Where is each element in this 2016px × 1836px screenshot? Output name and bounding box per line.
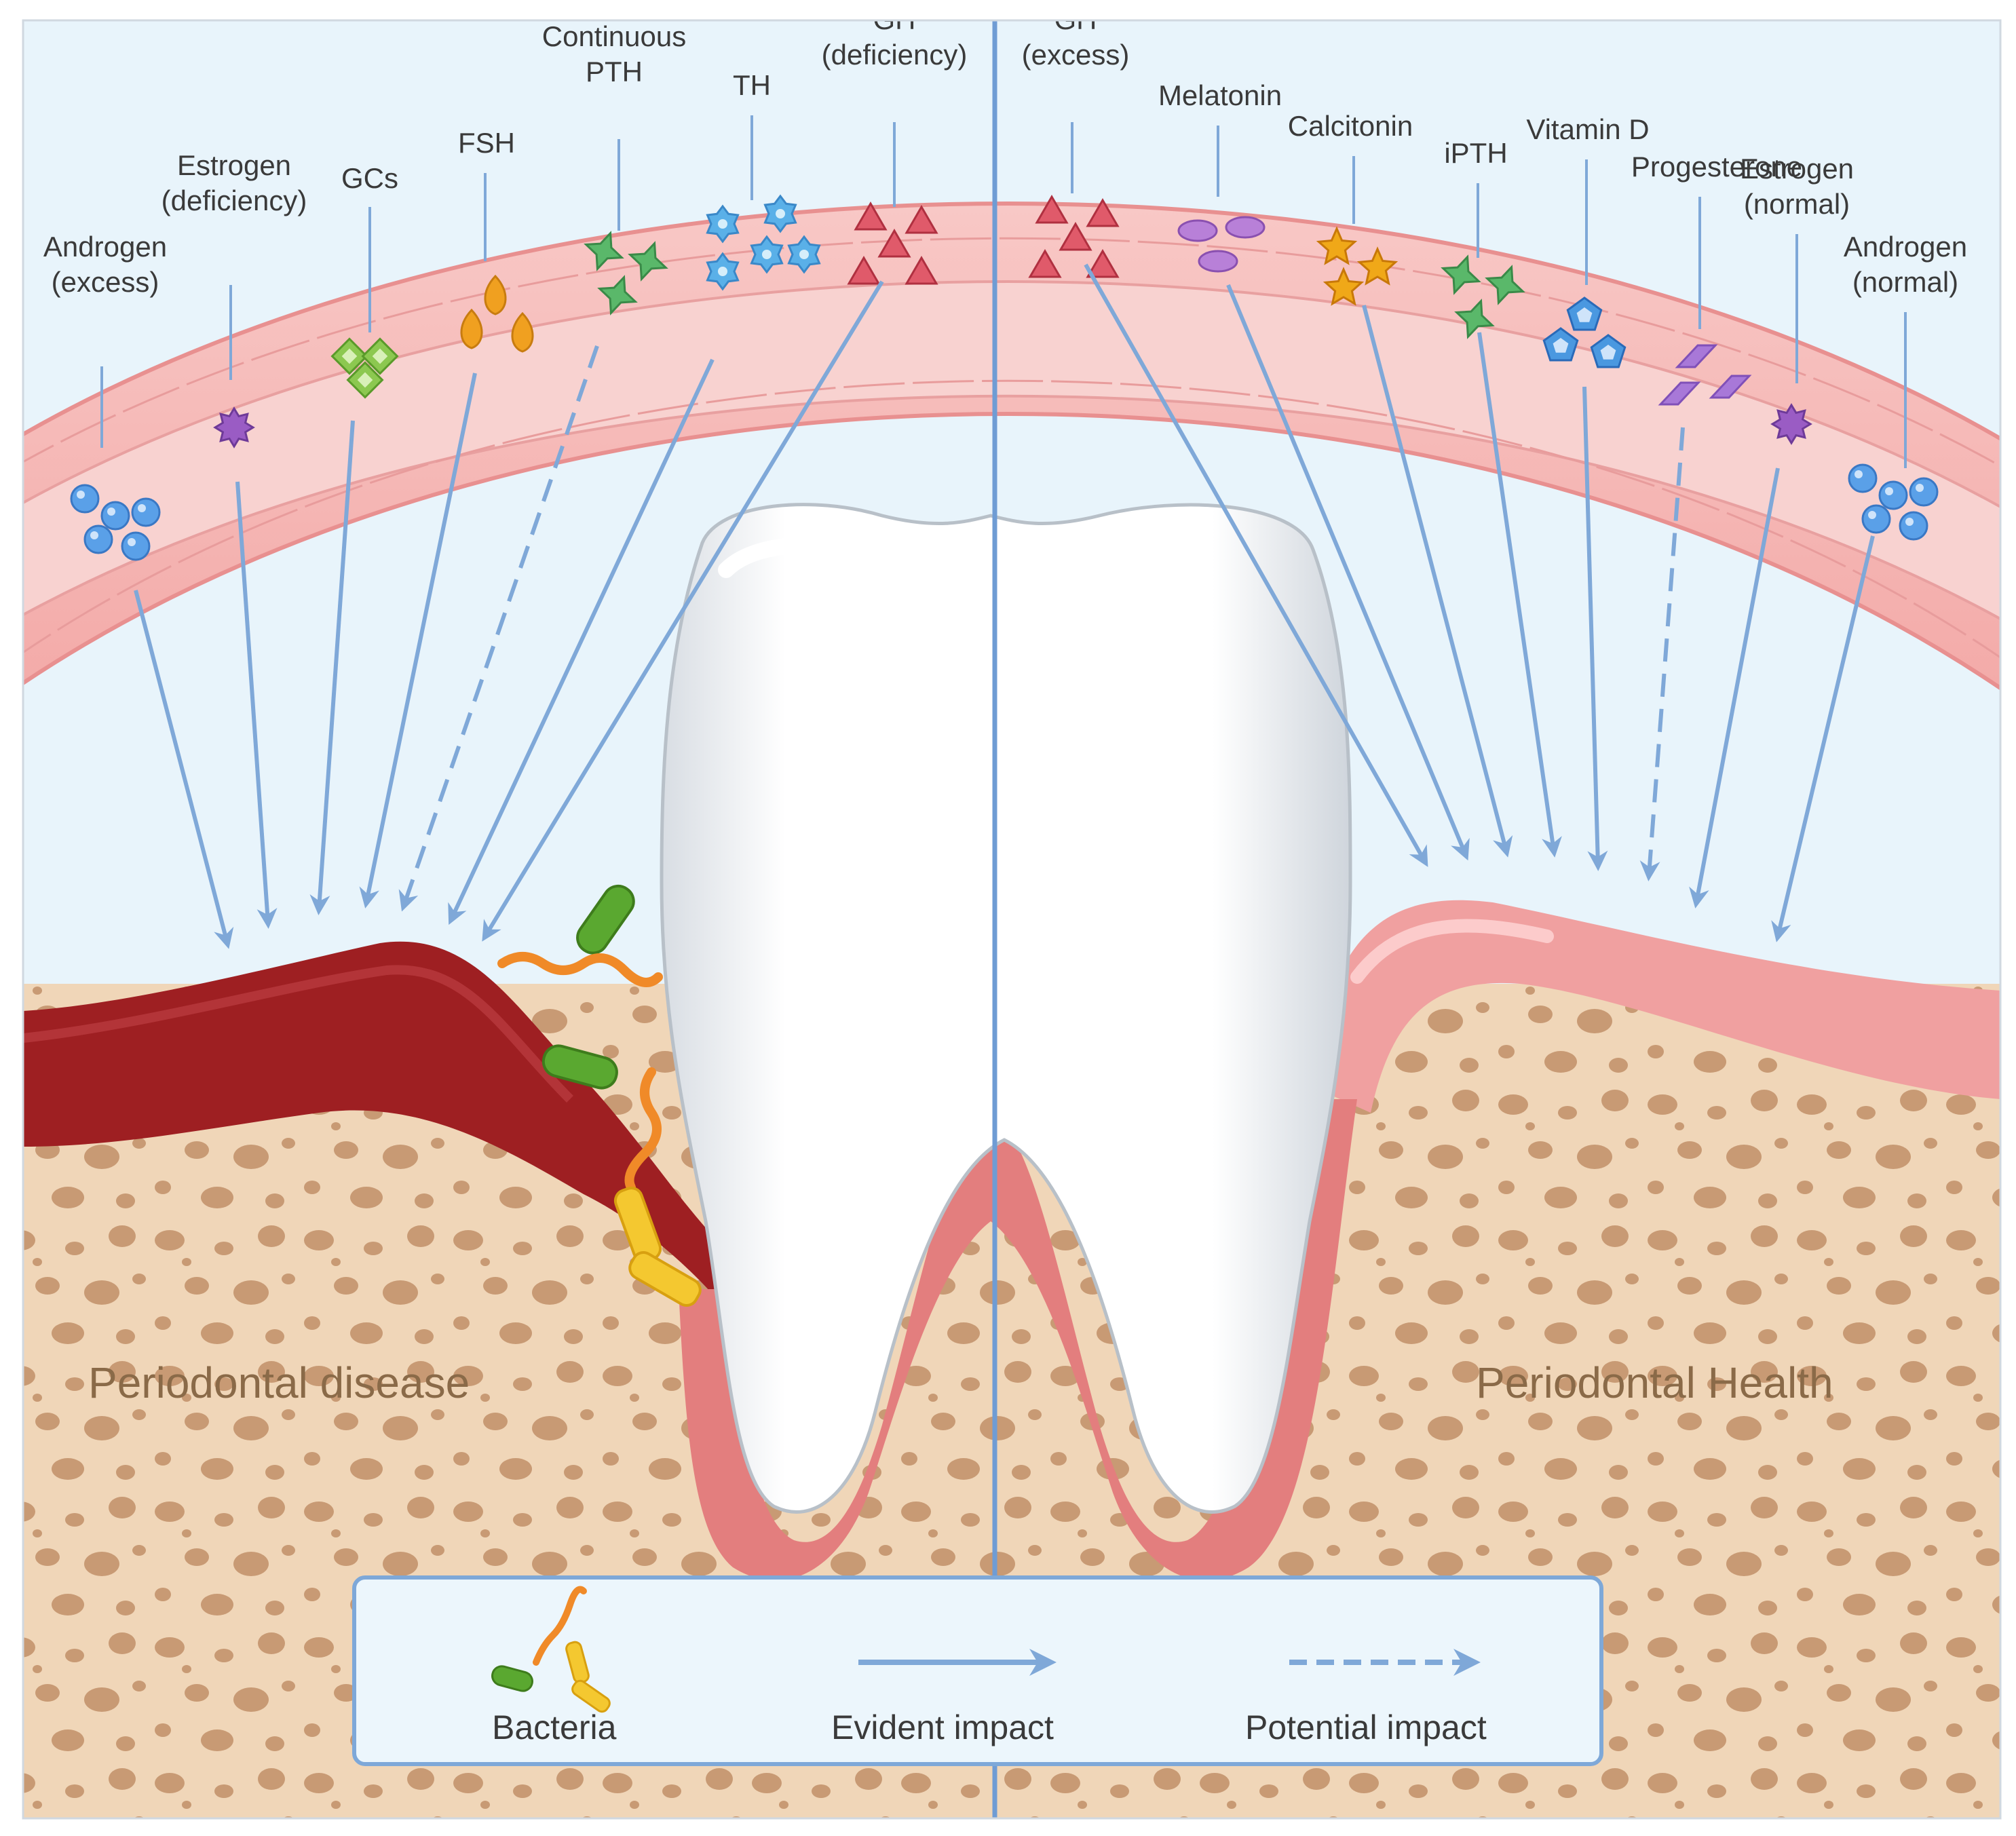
hormone-symbols-estrogen-deficiency — [213, 406, 255, 448]
impact-arrow-progesterone — [1639, 427, 1685, 881]
hormone-gcs: GCs — [309, 162, 399, 915]
impact-arrow-androgen-normal — [1771, 535, 1875, 942]
impact-arrow-continuous-pth — [398, 345, 599, 912]
hormone-label-androgen-normal: (normal) — [1852, 266, 1958, 298]
hormone-symbols-continuous-pth — [584, 231, 668, 315]
hormone-androgen-excess: Androgen(excess) — [43, 231, 234, 949]
inflamed-gum — [23, 941, 760, 1357]
legend-evident-label: Evident impact — [831, 1708, 1054, 1746]
hormone-symbols-gh-deficiency — [847, 202, 938, 285]
hormone-label-calcitonin: Calcitonin — [1288, 110, 1413, 142]
hormone-symbols-gh-excess — [1028, 195, 1120, 278]
region-label-disease: Periodontal disease — [88, 1358, 470, 1407]
hormone-melatonin: Melatonin — [1158, 79, 1470, 861]
hormone-vitamin-d: Vitamin D — [1526, 113, 1650, 871]
impact-arrow-gh-deficiency — [482, 280, 884, 942]
legend-bacteria-label: Bacteria — [492, 1708, 617, 1746]
hormone-label-estrogen-deficiency: Estrogen — [177, 149, 291, 181]
hormone-gh-excess: GH (excess) — [1022, 3, 1428, 867]
hormone-symbols-androgen-normal — [1848, 463, 1939, 541]
impact-arrow-fsh — [359, 372, 477, 909]
hormone-symbols-estrogen-normal — [1770, 403, 1812, 445]
hormone-symbols-fsh — [460, 274, 534, 353]
legend: Bacteria Evident impact Potential impact — [352, 1575, 1603, 1766]
legend-potential-label: Potential impact — [1245, 1708, 1487, 1746]
impact-arrow-ipth — [1477, 332, 1562, 858]
hormone-estrogen-deficiency: Estrogen (deficiency) — [161, 149, 307, 929]
impact-arrow-estrogen-normal — [1689, 467, 1780, 909]
hormone-symbols-ipth — [1441, 254, 1525, 339]
hormone-label-estrogen-deficiency: (deficiency) — [161, 185, 307, 216]
hormone-label-fsh: FSH — [458, 127, 515, 159]
impact-arrow-th — [448, 358, 715, 925]
hormone-label-continuous-pth: PTH — [586, 56, 643, 88]
hormone-fsh: FSH — [359, 127, 534, 909]
hormone-symbols-gcs — [330, 337, 399, 399]
hormone-androgen-normal: Androgen(normal) — [1771, 231, 1967, 942]
tooth — [660, 503, 1352, 1514]
hormone-label-gh-deficiency: (deficiency) — [822, 39, 968, 71]
hormone-symbols-melatonin — [1177, 216, 1266, 273]
hormone-label-androgen-normal: Androgen — [1844, 231, 1967, 263]
hormone-label-estrogen-normal: Estrogen — [1740, 153, 1854, 185]
impact-arrow-vitamin-d — [1582, 386, 1608, 871]
legend-bacteria-icon — [491, 1586, 611, 1713]
impact-arrow-melatonin — [1226, 284, 1470, 861]
region-label-health: Periodontal Health — [1476, 1358, 1833, 1407]
impact-arrow-gh-excess — [1084, 263, 1428, 867]
impact-arrow-gcs — [309, 420, 355, 915]
hormone-label-estrogen-normal: (normal) — [1744, 188, 1850, 220]
hormone-label-continuous-pth: Continuous — [542, 20, 686, 52]
impact-arrow-calcitonin — [1362, 305, 1513, 858]
hormone-label-progesterone: Progesterone — [1631, 151, 1802, 183]
healthy-gum — [1310, 900, 2000, 1113]
hormone-label-gcs: GCs — [341, 162, 398, 194]
hormone-ipth: iPTH — [1441, 137, 1562, 858]
hormone-label-th: TH — [733, 69, 771, 101]
hormone-symbols-vitamin-d — [1542, 297, 1627, 368]
legend-box — [352, 1575, 1603, 1766]
hormone-symbols-androgen-excess — [70, 484, 161, 561]
hormone-label-androgen-excess: (excess) — [52, 266, 159, 298]
hormone-layer: Androgen(excess)Estrogen(deficiency)GCsF… — [43, 3, 1967, 949]
bacteria-cluster — [497, 884, 702, 1307]
hormone-label-gh-deficiency: GH — [873, 3, 916, 35]
hormone-estrogen-normal: Estrogen(normal) — [1689, 153, 1854, 909]
hormone-th: TH — [448, 69, 821, 925]
hormone-label-gh-excess: (excess) — [1022, 39, 1130, 71]
hormone-symbols-th — [706, 194, 821, 291]
hormone-label-vitamin-d: Vitamin D — [1526, 113, 1649, 145]
hormone-calcitonin: Calcitonin — [1288, 110, 1513, 858]
hormone-label-androgen-excess: Androgen — [43, 231, 167, 263]
impact-arrow-estrogen-deficiency — [235, 481, 278, 929]
hormone-gh-deficiency: GH (deficiency) — [482, 3, 968, 942]
impact-arrow-androgen-excess — [134, 590, 234, 949]
hormone-label-ipth: iPTH — [1444, 137, 1507, 169]
hormone-progesterone: Progesterone — [1631, 151, 1802, 881]
frame-border — [22, 19, 2002, 1820]
hormone-label-melatonin: Melatonin — [1158, 79, 1282, 111]
hormone-symbols-progesterone — [1658, 344, 1752, 406]
hormone-symbols-calcitonin — [1316, 226, 1399, 306]
hormone-label-gh-excess: GH — [1054, 3, 1097, 35]
